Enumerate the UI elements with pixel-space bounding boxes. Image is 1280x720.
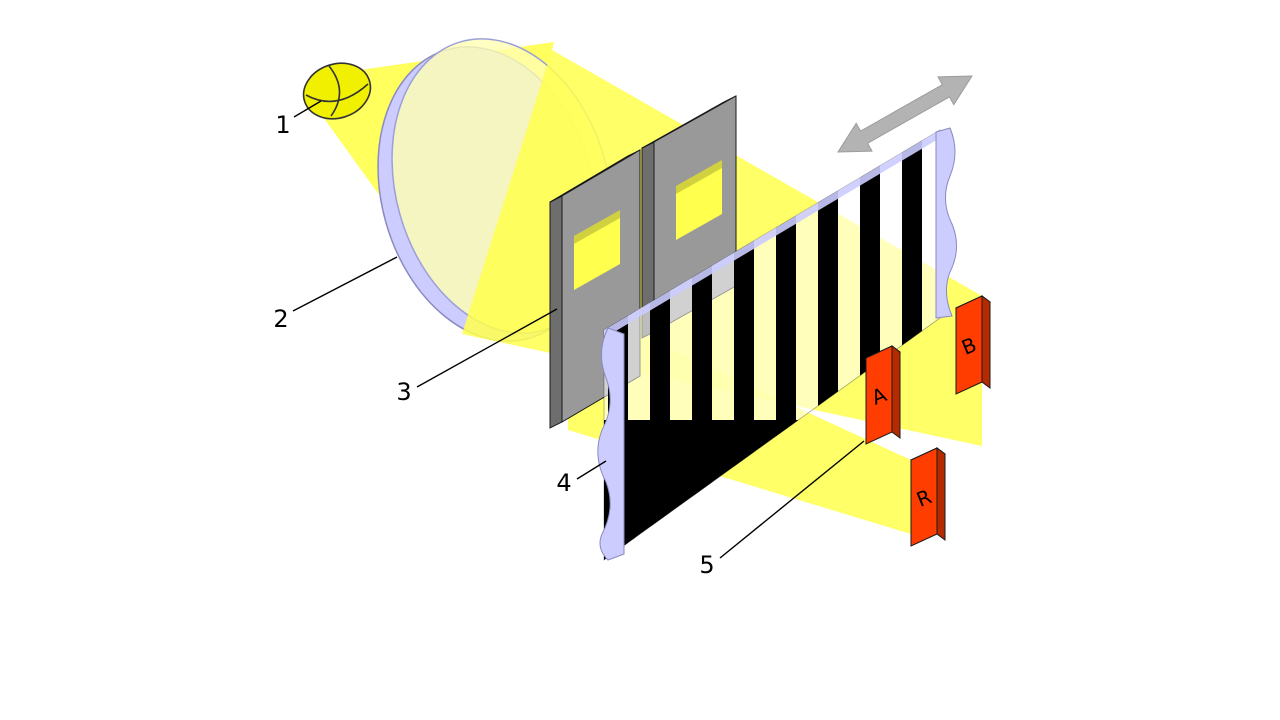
bulb-glass bbox=[302, 62, 372, 120]
photodetector-r-front bbox=[910, 447, 938, 547]
callout-label-4: 4 bbox=[556, 469, 571, 497]
callout-line-3 bbox=[416, 308, 558, 388]
light-bulb bbox=[302, 62, 372, 120]
scale-torn-edge-right bbox=[935, 127, 957, 319]
code-scale bbox=[597, 127, 957, 561]
callout-line-4 bbox=[576, 460, 607, 480]
reticle-window-left-reveal bbox=[574, 210, 620, 244]
scale-torn-edge-left bbox=[597, 327, 625, 561]
bulb-cross-line-horizontal bbox=[305, 83, 369, 103]
callout-labels: 1 2 3 4 5 bbox=[273, 111, 714, 579]
callout-label-1: 1 bbox=[275, 111, 290, 139]
photodetector-b: B bbox=[955, 295, 991, 395]
photodetector-a-side bbox=[891, 345, 901, 439]
bulb-cross-line-vertical bbox=[328, 65, 341, 117]
photodetector-r: R bbox=[910, 447, 946, 547]
reticle-window-right-reveal bbox=[676, 160, 722, 194]
photodetector-b-front bbox=[955, 295, 983, 395]
callout-label-5: 5 bbox=[699, 551, 714, 579]
photodetector-b-side bbox=[981, 295, 991, 389]
callout-lines bbox=[292, 100, 865, 559]
reticle-window-right bbox=[676, 160, 722, 240]
callout-line-1 bbox=[293, 100, 322, 118]
photodetector-a-front bbox=[865, 345, 893, 445]
photodetector-a: A bbox=[865, 345, 901, 445]
callout-label-2: 2 bbox=[273, 305, 288, 333]
reticle-window-left bbox=[574, 210, 620, 290]
scanning-reticle bbox=[549, 95, 737, 429]
photodetector-r-side bbox=[936, 447, 946, 541]
scale-top-edge bbox=[604, 130, 940, 338]
movement-direction-arrow-icon bbox=[837, 75, 973, 153]
callout-label-3: 3 bbox=[396, 378, 411, 406]
callout-line-5 bbox=[719, 440, 865, 559]
callout-line-2 bbox=[292, 256, 398, 312]
